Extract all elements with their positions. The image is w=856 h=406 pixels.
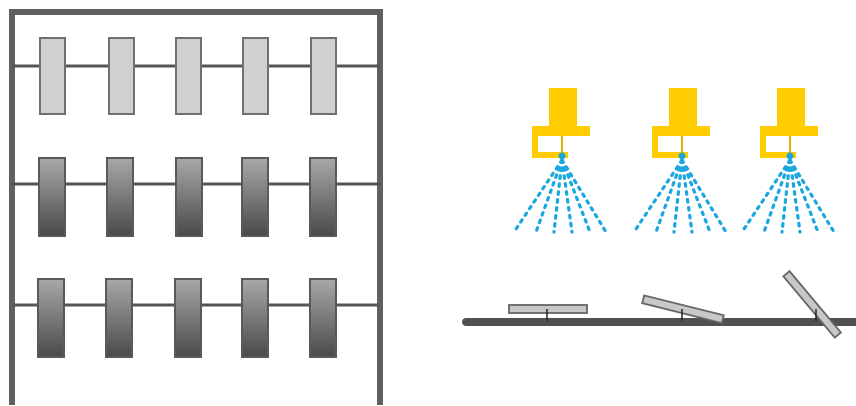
spray-ray xyxy=(780,158,792,234)
spray-pattern-icon xyxy=(512,158,608,234)
rack-panel-dark xyxy=(106,157,134,237)
plate-icon xyxy=(508,304,588,314)
conveyor-plates xyxy=(508,269,843,339)
rack-panel-dark xyxy=(37,278,65,358)
spray-ray xyxy=(560,158,592,234)
rack-panel-dark xyxy=(241,278,269,358)
rack-panel-dark xyxy=(241,157,269,237)
spray-ray xyxy=(512,158,564,234)
nozzle-tip xyxy=(786,152,794,160)
rack-panel-light xyxy=(310,37,337,115)
nozzle-tip xyxy=(558,152,566,160)
rack-panel-dark xyxy=(105,278,133,358)
rack-frame xyxy=(9,9,383,405)
nozzle-body xyxy=(777,88,805,130)
spray-ray xyxy=(762,158,792,234)
rack-panel-light xyxy=(175,37,202,115)
spray-ray xyxy=(680,158,712,234)
rack-row xyxy=(12,278,380,358)
rack-panel-light xyxy=(39,37,66,115)
rack-panel-dark xyxy=(174,278,202,358)
plate xyxy=(508,304,588,314)
rack-panel-dark xyxy=(38,157,66,237)
spray-ray xyxy=(788,158,836,234)
spray-station xyxy=(512,88,836,234)
spray-nozzle-icon xyxy=(632,88,728,234)
drying-rack-icon xyxy=(9,9,383,405)
rack-panel-dark xyxy=(175,157,203,237)
spray-ray xyxy=(672,158,684,234)
conveyor-icon xyxy=(462,269,856,339)
spray-ray xyxy=(740,158,792,234)
spray-ray xyxy=(632,158,684,234)
rack-panel-dark xyxy=(309,278,337,358)
rack-rows xyxy=(12,37,380,358)
rack-panel-light xyxy=(242,37,269,115)
spray-ray xyxy=(788,158,820,234)
spray-pattern-icon xyxy=(740,158,836,234)
plate-icon xyxy=(782,269,843,339)
spray-nozzle-icon xyxy=(740,88,836,234)
nozzle-cap xyxy=(652,126,710,136)
rack-row xyxy=(12,157,380,237)
nozzle-cap xyxy=(760,126,818,136)
spray-ray xyxy=(560,158,608,234)
nozzle-tip xyxy=(678,152,686,160)
rack-row xyxy=(12,37,380,115)
rack-panel-light xyxy=(108,37,135,115)
nozzle-body xyxy=(549,88,577,130)
nozzle-bracket xyxy=(652,136,688,158)
nozzle-cap xyxy=(532,126,590,136)
rack-panel-dark xyxy=(309,157,337,237)
spray-ray xyxy=(534,158,564,234)
spray-ray xyxy=(552,158,564,234)
nozzle-bracket xyxy=(760,136,796,158)
nozzle-bracket xyxy=(532,136,568,158)
spray-ray xyxy=(654,158,684,234)
spray-ray xyxy=(680,158,728,234)
plate xyxy=(782,269,843,339)
spray-nozzle-icon xyxy=(512,88,608,234)
spray-pattern-icon xyxy=(632,158,728,234)
nozzle-body xyxy=(669,88,697,130)
